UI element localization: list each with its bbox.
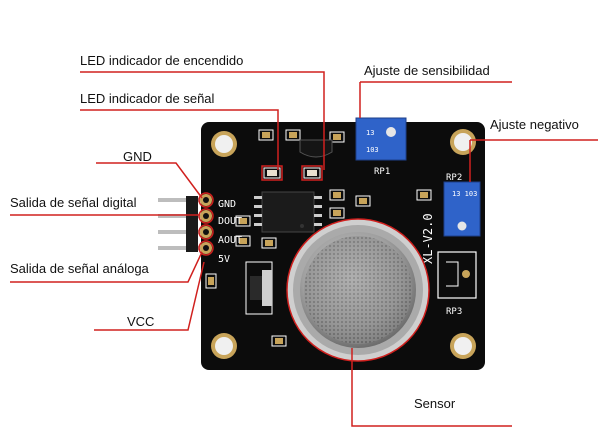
rp3-label: RP3 bbox=[446, 307, 462, 317]
callout-vcc: VCC bbox=[127, 314, 155, 329]
potentiometer-rp1: 13 103 bbox=[355, 117, 407, 161]
callout-led-signal: LED indicador de señal bbox=[80, 91, 215, 106]
callout-line-analog bbox=[10, 251, 203, 283]
callout-digital-output: Salida de señal digital bbox=[10, 195, 137, 210]
callout-negative: Ajuste negativo bbox=[490, 117, 579, 132]
callout-led-power: LED indicador de encendido bbox=[80, 53, 244, 68]
callout-gnd: GND bbox=[123, 149, 152, 164]
rp1-label: RP1 bbox=[374, 167, 390, 177]
pcb-board: 13 103 13 103 GND DOUT AOUT 5V RP1 RP2 R… bbox=[200, 117, 485, 370]
callout-line-led-power bbox=[80, 71, 325, 170]
pin-label-gnd: GND bbox=[218, 199, 236, 210]
transistor bbox=[299, 139, 333, 158]
rp3-slot bbox=[437, 251, 477, 299]
power-component bbox=[245, 261, 273, 315]
model-label: XL-V2.0 bbox=[421, 213, 435, 264]
callout-sensor: Sensor bbox=[414, 396, 456, 411]
pin-label-5v: 5V bbox=[218, 254, 230, 265]
callout-line-gnd bbox=[96, 162, 203, 199]
pin-pads bbox=[200, 194, 212, 254]
ic-chip bbox=[254, 191, 322, 233]
smd-components bbox=[205, 129, 432, 347]
status-leds bbox=[263, 167, 321, 179]
pin-label-aout: AOUT bbox=[218, 235, 242, 246]
callout-lines bbox=[10, 71, 598, 427]
rp2-mark: 13 103 bbox=[452, 190, 477, 198]
potentiometer-rp2: 13 103 bbox=[443, 181, 481, 237]
callout-analog-output: Salida de señal análoga bbox=[10, 261, 149, 276]
pin-label-dout: DOUT bbox=[218, 216, 242, 227]
header-pins bbox=[158, 196, 204, 252]
gas-sensor bbox=[287, 219, 429, 361]
callout-line-sensor bbox=[351, 348, 512, 427]
callout-line-negative bbox=[469, 139, 598, 182]
callout-line-led-signal bbox=[80, 109, 279, 170]
callout-sensitivity: Ajuste de sensibilidad bbox=[364, 63, 490, 78]
callout-line-vcc bbox=[94, 261, 205, 331]
mounting-holes bbox=[211, 129, 476, 359]
callout-line-sensitivity bbox=[359, 81, 512, 118]
rp2-label: RP2 bbox=[446, 173, 462, 183]
rp1-bottom-mark: 103 bbox=[366, 146, 379, 154]
rp1-top-mark: 13 bbox=[366, 129, 374, 137]
